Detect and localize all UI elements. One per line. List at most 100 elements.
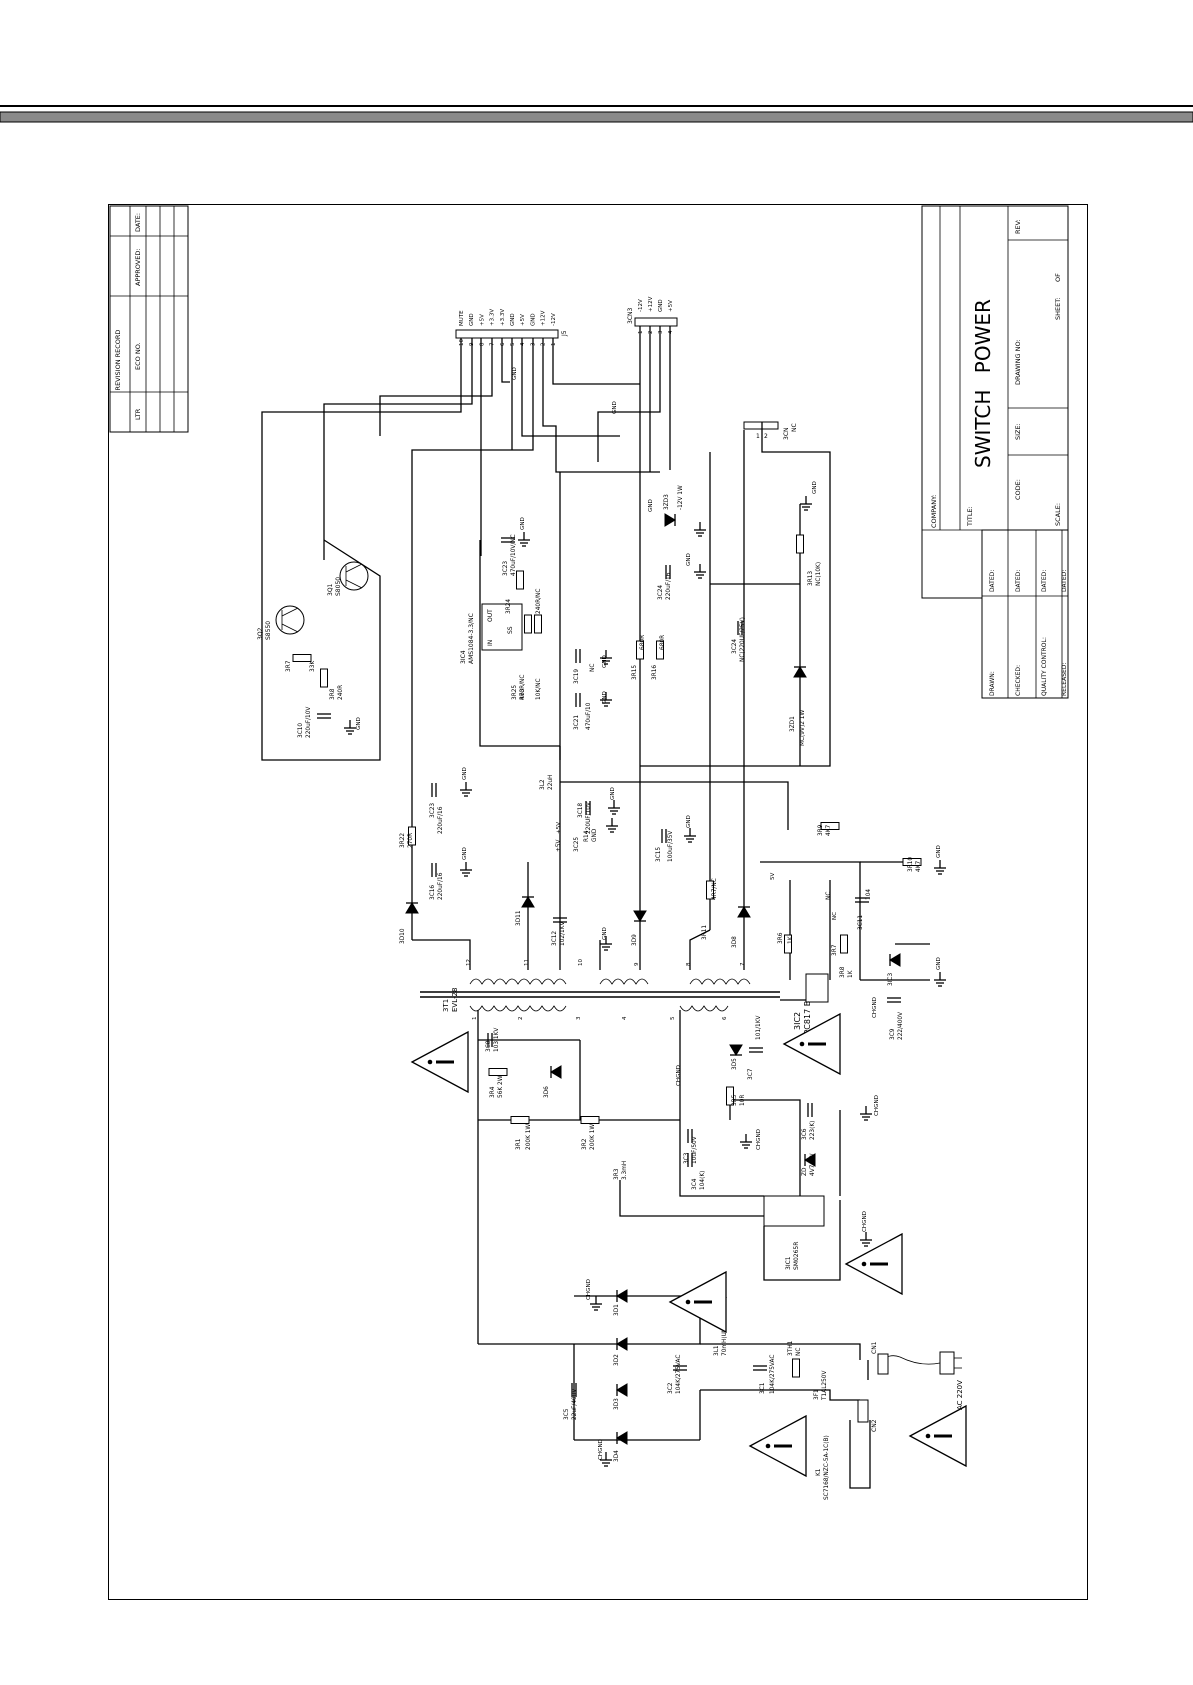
- transformer-pin-number: 1: [472, 1017, 478, 1021]
- net-label-gnd: GND: [610, 787, 616, 800]
- r6-value: 1K: [788, 936, 794, 944]
- resistor-r7: [292, 654, 312, 662]
- net-label-gnd: GND: [612, 401, 618, 414]
- title-qc-label: QUALITY CONTROL:: [1041, 637, 1048, 696]
- c2-ref: 3C2: [668, 1382, 674, 1394]
- r6-ref: 3R6: [778, 932, 784, 944]
- r2-value: 200K 1W: [590, 1124, 596, 1150]
- resistor-r15: [636, 640, 644, 660]
- net-label-gnd: GND: [686, 553, 692, 566]
- diode-d11: [521, 896, 535, 908]
- d3-ref: 3D3: [614, 1398, 620, 1410]
- resistor-r13: [796, 534, 804, 554]
- 3cn-pin-1: 1: [756, 433, 760, 440]
- cn3-pin-number: 1: [638, 331, 644, 335]
- c3-value: 10uF/50V: [692, 1136, 698, 1164]
- resistor-r8b: [840, 934, 848, 954]
- transformer-pin-number: 4: [622, 1016, 628, 1020]
- r14-value: GND: [592, 828, 598, 842]
- ac-label: AC 220V: [956, 1380, 964, 1410]
- ground-symbol: [344, 720, 356, 735]
- revision-block: REVISION RECORD LTR ECO NO. APPROVED: DA…: [109, 205, 189, 433]
- d5-ref: 3D5: [732, 1058, 738, 1070]
- ground-symbol: [860, 1106, 872, 1121]
- diode-zd: [804, 1153, 816, 1167]
- r4-ref: 3R4: [490, 1086, 496, 1098]
- title-dated-1: DATED:: [989, 570, 996, 592]
- capacitor-c24b: [737, 621, 743, 635]
- c8-ref: 3C8: [486, 1040, 492, 1052]
- d6-ref: 3D6: [544, 1086, 550, 1098]
- 3cn-pin-2: 2: [764, 433, 768, 440]
- capacitor-c24a: [665, 565, 671, 579]
- ground-symbol: [740, 1134, 752, 1149]
- resistor-r25: [524, 614, 532, 634]
- th1-ref: 3TH1: [788, 1340, 794, 1356]
- r8b-ref: 3R8: [840, 966, 846, 978]
- r11-ref: 3R11: [702, 925, 708, 940]
- c12-value: 102/1KV: [560, 921, 566, 946]
- r24-ref: 3R24: [506, 599, 512, 614]
- c23b-ref: 3C23: [430, 803, 436, 818]
- c23a-value: 470uF/10V/NC: [511, 534, 517, 576]
- u4-pin-in: IN: [487, 640, 494, 646]
- transformer-pin-number: 3: [576, 1016, 582, 1020]
- r4-value: 56K 2W: [498, 1075, 504, 1098]
- resistor-r6: [784, 934, 792, 954]
- transformer-pin-number: 12: [466, 959, 472, 966]
- title-sheet-label: SHEET:: [1054, 297, 1062, 320]
- cn3-ref: 3CN3: [627, 308, 634, 324]
- warning-triangle-icon: [844, 1232, 903, 1296]
- net-label-chgnd: CHGND: [676, 1065, 682, 1086]
- u4-part: AMS1084-3.3/NC: [468, 613, 475, 664]
- c1-ref: 3C1: [760, 1382, 766, 1394]
- revision-date-label: DATE:: [134, 213, 142, 232]
- net-label-gnd: GND: [686, 815, 692, 828]
- capacitor-c16: [431, 863, 437, 877]
- d4-ref: 3D4: [614, 1450, 620, 1462]
- ground-symbol: [600, 650, 612, 665]
- d10-ref: 3D10: [400, 928, 406, 944]
- revision-header: REVISION RECORD: [114, 330, 122, 391]
- r16-ref: 3R16: [652, 665, 658, 680]
- d8-ref: 3D8: [732, 936, 738, 948]
- diode-d2: [616, 1337, 628, 1351]
- zd1-value: MC(9V)2 1W: [800, 710, 806, 746]
- diode-zd1: [793, 666, 807, 678]
- ground-symbol: [934, 972, 946, 987]
- c2-value: 104K/275VAC: [676, 1355, 682, 1394]
- c15-value: 100uF/35V: [668, 831, 674, 862]
- r10-value: 4K7: [916, 861, 922, 872]
- resistor-r1: [510, 1116, 530, 1124]
- c9-value: 222/400V: [898, 1012, 904, 1040]
- title-released-label: RELEASED:: [1061, 663, 1068, 696]
- transformer-pin-number: 6: [722, 1016, 728, 1020]
- j5-signal: -12V: [551, 313, 557, 326]
- r8b-value: 1K: [848, 970, 854, 978]
- capacitor-c10: [317, 713, 331, 719]
- c23a-ref: 3C23: [503, 561, 509, 576]
- c25-value: +5V: [556, 839, 562, 852]
- optocoupler-3ic2: 3IC2 BPC817 B: [793, 973, 829, 1040]
- ground-symbol: [460, 862, 472, 877]
- title-dated-2: DATED:: [1015, 570, 1022, 592]
- f1-ref: 3F1: [814, 1389, 820, 1400]
- c11-ref: 3C11: [858, 915, 864, 930]
- warning-triangle-icon: [668, 1270, 727, 1334]
- ground-symbol: [600, 936, 612, 951]
- r10-ref: 3R10: [908, 857, 914, 872]
- capacitor-c15: [661, 829, 667, 843]
- d2-ref: 3D2: [614, 1354, 620, 1366]
- capacitor-c5: [571, 1383, 577, 1397]
- r7-value: 33K: [310, 661, 316, 672]
- transformer-pin-number: 5: [670, 1016, 676, 1020]
- net-label-chgnd: CHGND: [862, 1211, 868, 1232]
- net-label-nc: NC: [832, 912, 838, 920]
- net-label-chgnd: CHGND: [756, 1129, 762, 1150]
- resistor-r22: [408, 826, 416, 846]
- j5-signal: +3.3V: [500, 309, 506, 326]
- t1-part: EVL-28: [451, 988, 459, 1012]
- title-size-label: SIZE:: [1014, 423, 1022, 440]
- c19-value: NC: [590, 664, 596, 672]
